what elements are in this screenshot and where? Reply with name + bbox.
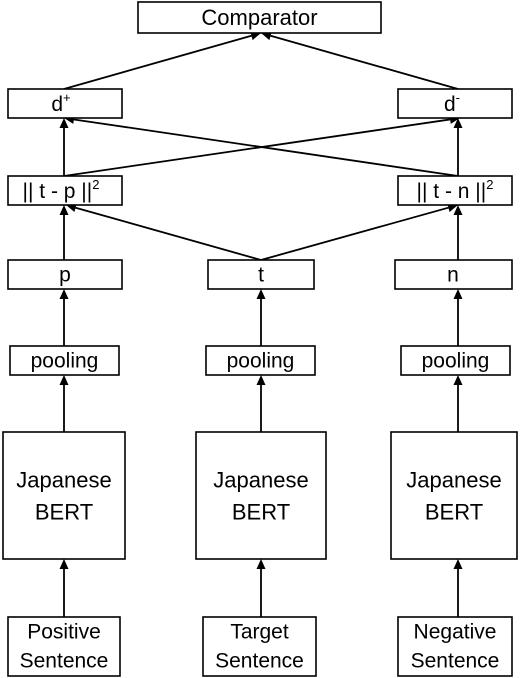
input-target-node: Target Sentence xyxy=(202,616,317,677)
arrow-distance-positive-to-d-plus xyxy=(59,118,69,176)
arrow-d-plus-to-comparator-line xyxy=(63,34,252,90)
svg-text:d+: d+ xyxy=(51,90,70,116)
comparator-node: Comparator xyxy=(137,1,382,34)
bert-center-line1: Japanese xyxy=(213,468,308,493)
arrow-t-to-distance-positive-line xyxy=(75,206,262,261)
input-target-line1: Target xyxy=(230,621,289,644)
arrow-bert-right-to-pooling xyxy=(453,375,463,432)
arrow-distance-negative-to-d-plus-line xyxy=(73,118,459,177)
arrow-t-to-distance-negative xyxy=(260,203,458,261)
arrow-input-negative-to-bert xyxy=(453,559,463,617)
svg-text:|| t - p ||2: || t - p ||2 xyxy=(23,177,100,203)
d-minus-sup: - xyxy=(456,90,460,105)
arrow-bert-center-to-pooling-head xyxy=(256,375,266,385)
d-plus-node: d+ xyxy=(7,88,123,119)
bert-right-line1: Japanese xyxy=(406,468,501,493)
bert-center-line2: BERT xyxy=(232,500,290,525)
input-negative-line1: Negative xyxy=(414,621,497,644)
arrow-input-negative-to-bert-head xyxy=(453,559,463,569)
distance-positive-sup: 2 xyxy=(92,177,99,192)
arrow-pooling-center-to-t-head xyxy=(256,289,266,299)
arrow-bert-left-to-pooling xyxy=(59,375,69,432)
svg-text:d-: d- xyxy=(444,90,460,116)
d-plus-base: d xyxy=(51,93,63,116)
bert-left-node: Japanese BERT xyxy=(2,431,126,560)
arrow-input-target-to-bert xyxy=(256,559,266,617)
distance-negative-node: || t - n ||2 xyxy=(397,175,513,206)
arrow-input-positive-to-bert-head xyxy=(59,559,69,569)
arrow-bert-right-to-pooling-head xyxy=(453,375,463,385)
arrow-d-minus-to-comparator-line xyxy=(270,34,459,90)
arrow-input-target-to-bert-head xyxy=(256,559,266,569)
arrow-p-to-distance-positive xyxy=(59,205,69,260)
arrow-distance-negative-to-d-minus-head xyxy=(453,118,463,128)
arrow-t-to-distance-positive xyxy=(66,203,262,261)
bert-left-line2: BERT xyxy=(35,500,93,525)
arrow-pooling-right-to-n-head xyxy=(453,289,463,299)
pooling-left-node: pooling xyxy=(9,345,120,376)
distance-positive-text: || t - p || xyxy=(23,180,93,203)
arrow-input-positive-to-bert xyxy=(59,559,69,617)
arrow-pooling-left-to-p-head xyxy=(59,289,69,299)
pooling-right-node: pooling xyxy=(400,345,511,376)
arrow-pooling-right-to-n xyxy=(453,289,463,346)
arrow-n-to-distance-negative xyxy=(453,205,463,260)
distance-negative-sup: 2 xyxy=(486,177,493,192)
vector-t-label: t xyxy=(258,264,264,287)
d-minus-base: d xyxy=(444,93,456,116)
arrow-d-minus-to-comparator xyxy=(261,31,459,90)
input-positive-node: Positive Sentence xyxy=(7,616,121,677)
d-minus-node: d- xyxy=(397,88,513,119)
svg-text:|| t - n ||2: || t - n ||2 xyxy=(417,177,494,203)
d-plus-sup: + xyxy=(63,90,71,105)
arrow-distance-negative-to-d-minus xyxy=(453,118,463,176)
bert-left-line1: Japanese xyxy=(16,468,111,493)
arrow-d-plus-to-comparator xyxy=(63,31,261,90)
arrow-p-to-distance-positive-head xyxy=(59,205,69,215)
input-positive-line1: Positive xyxy=(27,621,101,644)
pooling-right-label: pooling xyxy=(422,350,490,373)
pooling-center-label: pooling xyxy=(227,350,295,373)
distance-positive-node: || t - p ||2 xyxy=(7,175,123,206)
pooling-left-label: pooling xyxy=(31,350,99,373)
input-positive-line2: Sentence xyxy=(20,650,109,673)
bert-right-line2: BERT xyxy=(425,500,483,525)
bert-right-node: Japanese BERT xyxy=(390,431,518,560)
arrow-distance-positive-to-d-plus-head xyxy=(59,118,69,128)
arrow-pooling-center-to-t xyxy=(256,289,266,346)
vector-p-label: p xyxy=(59,264,71,287)
input-negative-node: Negative Sentence xyxy=(397,616,513,677)
input-negative-line2: Sentence xyxy=(411,650,500,673)
vector-p-node: p xyxy=(7,259,123,290)
vector-n-node: n xyxy=(394,259,513,290)
arrow-bert-left-to-pooling-head xyxy=(59,375,69,385)
arrow-n-to-distance-negative-head xyxy=(453,205,463,215)
arrow-pooling-left-to-p xyxy=(59,289,69,346)
bert-center-node: Japanese BERT xyxy=(195,431,327,560)
arrow-bert-center-to-pooling xyxy=(256,375,266,432)
arrow-t-to-distance-negative-line xyxy=(260,206,449,261)
pooling-center-node: pooling xyxy=(205,345,316,376)
comparator-label: Comparator xyxy=(201,5,317,30)
input-target-line2: Sentence xyxy=(215,650,304,673)
vector-n-label: n xyxy=(447,264,459,287)
arrow-distance-positive-to-d-minus-line xyxy=(63,118,451,177)
distance-negative-text: || t - n || xyxy=(417,180,487,203)
vector-t-node: t xyxy=(207,259,315,290)
